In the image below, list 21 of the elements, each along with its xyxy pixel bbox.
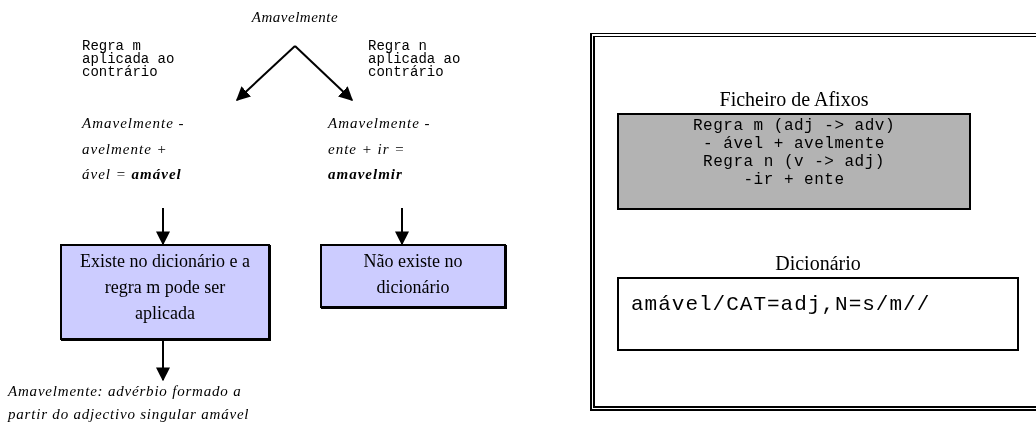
arrow: [294, 45, 353, 101]
italic-text: Amavelmente - avelmente + ável = amável: [82, 100, 192, 208]
code-line: -ir + ente: [742, 171, 846, 189]
arrow: [395, 207, 409, 246]
arrow: [156, 207, 170, 246]
edge-label: Regra n aplicada ao contrário: [368, 40, 462, 79]
box-heading: Ficheiro de Afixos: [718, 88, 870, 110]
edge-label: Regra m aplicada ao contrário: [82, 40, 176, 79]
arrow: [156, 339, 170, 382]
code-line: amável/CAT=adj,N=s/m//: [630, 293, 932, 317]
code-line: - ável + avelmente: [702, 135, 886, 153]
process-box: Existe no dicionário e a regra m pode ser aplicada: [60, 244, 270, 340]
arrow: [236, 45, 296, 101]
italic-text: Amavelmente - ente + ir = amavelmir: [328, 100, 438, 208]
code-line: Regra m (adj -> adv): [692, 117, 896, 135]
panel-frame: [590, 33, 1036, 411]
code-line: Regra n (v -> adj): [702, 153, 886, 171]
italic-text: Amavelmente: [240, 8, 350, 46]
italic-text: Amavelmente: advérbio formado a partir do adjectivo singular amável: [8, 380, 258, 432]
process-box: Não existe no dicionário: [320, 244, 506, 308]
box-heading: Dicionário: [774, 252, 862, 274]
